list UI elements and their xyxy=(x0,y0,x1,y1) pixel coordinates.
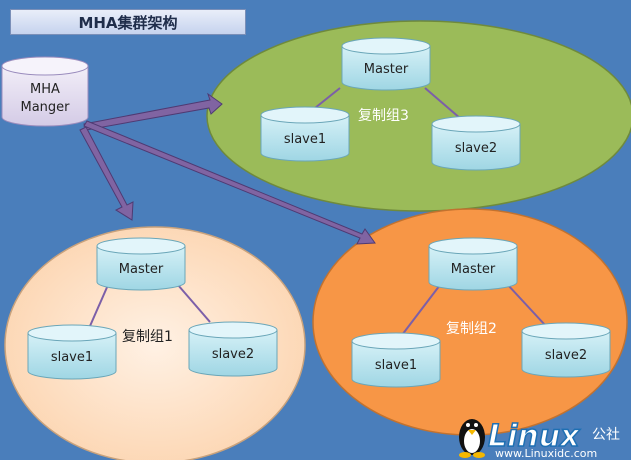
group-1-label: 复制组1 xyxy=(122,328,173,345)
mha-manager-database: MHA Manger xyxy=(1,56,89,127)
manager-label-line2: Manger xyxy=(20,100,70,115)
slave2-label: slave2 xyxy=(455,141,497,156)
master-label: Master xyxy=(119,262,164,277)
arrow-to-group-2 xyxy=(83,120,376,245)
watermark-url: www.Linuxidc.com xyxy=(495,447,597,460)
manager-label-line1: MHA xyxy=(30,82,60,97)
arrow-to-group-3 xyxy=(83,92,223,131)
group-1-ellipse xyxy=(4,226,306,460)
group-3-label: 复制组3 xyxy=(358,107,409,124)
diagram-title: MHA集群架构 xyxy=(10,9,246,35)
group-2-slave2-database: slave2 xyxy=(521,322,611,378)
group-2-label: 复制组2 xyxy=(446,320,497,337)
group-1-master-database: Master xyxy=(96,237,186,291)
connector-line xyxy=(89,284,109,327)
group-3-ellipse xyxy=(206,20,631,212)
group-3-slave2-database: slave2 xyxy=(431,115,521,171)
slave1-label: slave1 xyxy=(51,350,93,365)
arrow-to-group-1 xyxy=(79,126,134,221)
slave2-label: slave2 xyxy=(212,347,254,362)
group-1-slave2-database: slave2 xyxy=(188,321,278,377)
penguin-icon xyxy=(459,419,485,458)
master-label: Master xyxy=(364,62,409,77)
connector-line xyxy=(177,284,211,323)
group-2-slave1-database: slave1 xyxy=(351,332,441,388)
master-label: Master xyxy=(451,262,496,277)
watermark-suffix: 公社 xyxy=(592,427,620,443)
watermark-logo: Linux 公社 www.Linuxidc.com xyxy=(459,418,620,460)
group-2-master-database: Master xyxy=(428,237,518,291)
group-3-master-database: Master xyxy=(341,37,431,91)
slave2-label: slave2 xyxy=(545,348,587,363)
slave1-label: slave1 xyxy=(375,358,417,373)
connector-line xyxy=(314,87,341,109)
group-3-slave1-database: slave1 xyxy=(260,106,350,162)
group-1-slave1-database: slave1 xyxy=(27,324,117,380)
connector-line xyxy=(401,284,441,336)
slave1-label: slave1 xyxy=(284,132,326,147)
connector-line xyxy=(507,284,546,326)
watermark-brand: Linux xyxy=(488,419,581,454)
